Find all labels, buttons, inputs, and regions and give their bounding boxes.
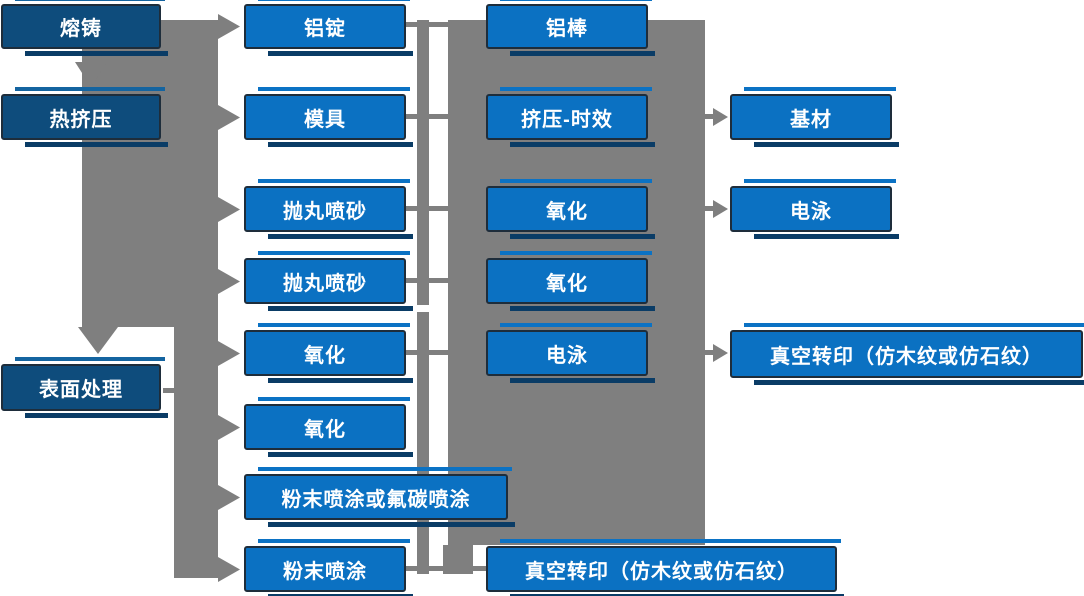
arrow-to-moju (218, 105, 240, 130)
node-lvding: 铝锭 (244, 0, 413, 56)
link-paowan1-yanghua3 (406, 206, 448, 211)
node-dianyong-1: 电泳 (486, 323, 655, 383)
node-paowanpensha-1: 抛丸喷砂 (244, 179, 413, 239)
arrow-to-fenmo-futan (218, 485, 240, 510)
arrow-to-paowanpensha-2 (218, 269, 240, 294)
arrow-to-zhenkong2 (713, 344, 728, 362)
connector-stub-biaomianchuli (163, 388, 176, 393)
node-dianyong-2: 电泳 (730, 179, 899, 239)
node-rongzhu: 熔铸 (1, 0, 168, 56)
arrow-to-dianyong2 (713, 200, 728, 218)
arrow-to-fenmopentu (218, 557, 240, 582)
arrow-to-jicai (713, 108, 728, 126)
node-paowanpensha-2: 抛丸喷砂 (244, 251, 413, 311)
node-moju: 模具 (244, 87, 413, 147)
arrow-to-yanghua-2 (218, 415, 240, 440)
arrow-to-yanghua-1 (218, 341, 240, 366)
node-rejiya: 热挤压 (1, 87, 168, 147)
arrow-down-to-biaomianchuli (78, 327, 118, 354)
link-fenmopentu-zhenkong1 (402, 566, 486, 571)
node-biaomianchuli: 表面处理 (1, 357, 168, 418)
node-jicai: 基材 (730, 87, 899, 147)
stub-to-dianyong2 (705, 206, 714, 211)
node-jiya-shixiao: 挤压-时效 (486, 87, 655, 147)
node-zhenkongzhuanyin-2: 真空转印（仿木纹或仿石纹） (730, 323, 1084, 385)
node-zhenkongzhuanyin-1: 真空转印（仿木纹或仿石纹） (486, 539, 844, 596)
node-yanghua-3: 氧化 (486, 179, 655, 239)
node-yanghua-1: 氧化 (244, 323, 413, 383)
link-lvding-lvbang (406, 22, 448, 27)
link-moju-jiyashixiao (406, 114, 448, 119)
node-yanghua-4: 氧化 (486, 251, 655, 311)
arrow-to-paowanpensha-1 (218, 197, 240, 222)
link-yanghua1-dianyong1 (406, 350, 448, 355)
arrow-to-lvding (218, 14, 240, 39)
stub-to-jicai (705, 114, 714, 119)
node-lvbang: 铝棒 (486, 0, 655, 56)
node-yanghua-2: 氧化 (244, 397, 413, 457)
link-paowan2-yanghua4 (406, 278, 448, 283)
node-fenmopentu: 粉末喷涂 (244, 539, 413, 596)
connector-vbar-top (417, 20, 429, 305)
stub-to-zhenkong2 (705, 350, 714, 355)
connector-band-left-narrow (174, 20, 218, 578)
node-fenmo-futan: 粉末喷涂或氟碳喷涂 (244, 467, 515, 527)
